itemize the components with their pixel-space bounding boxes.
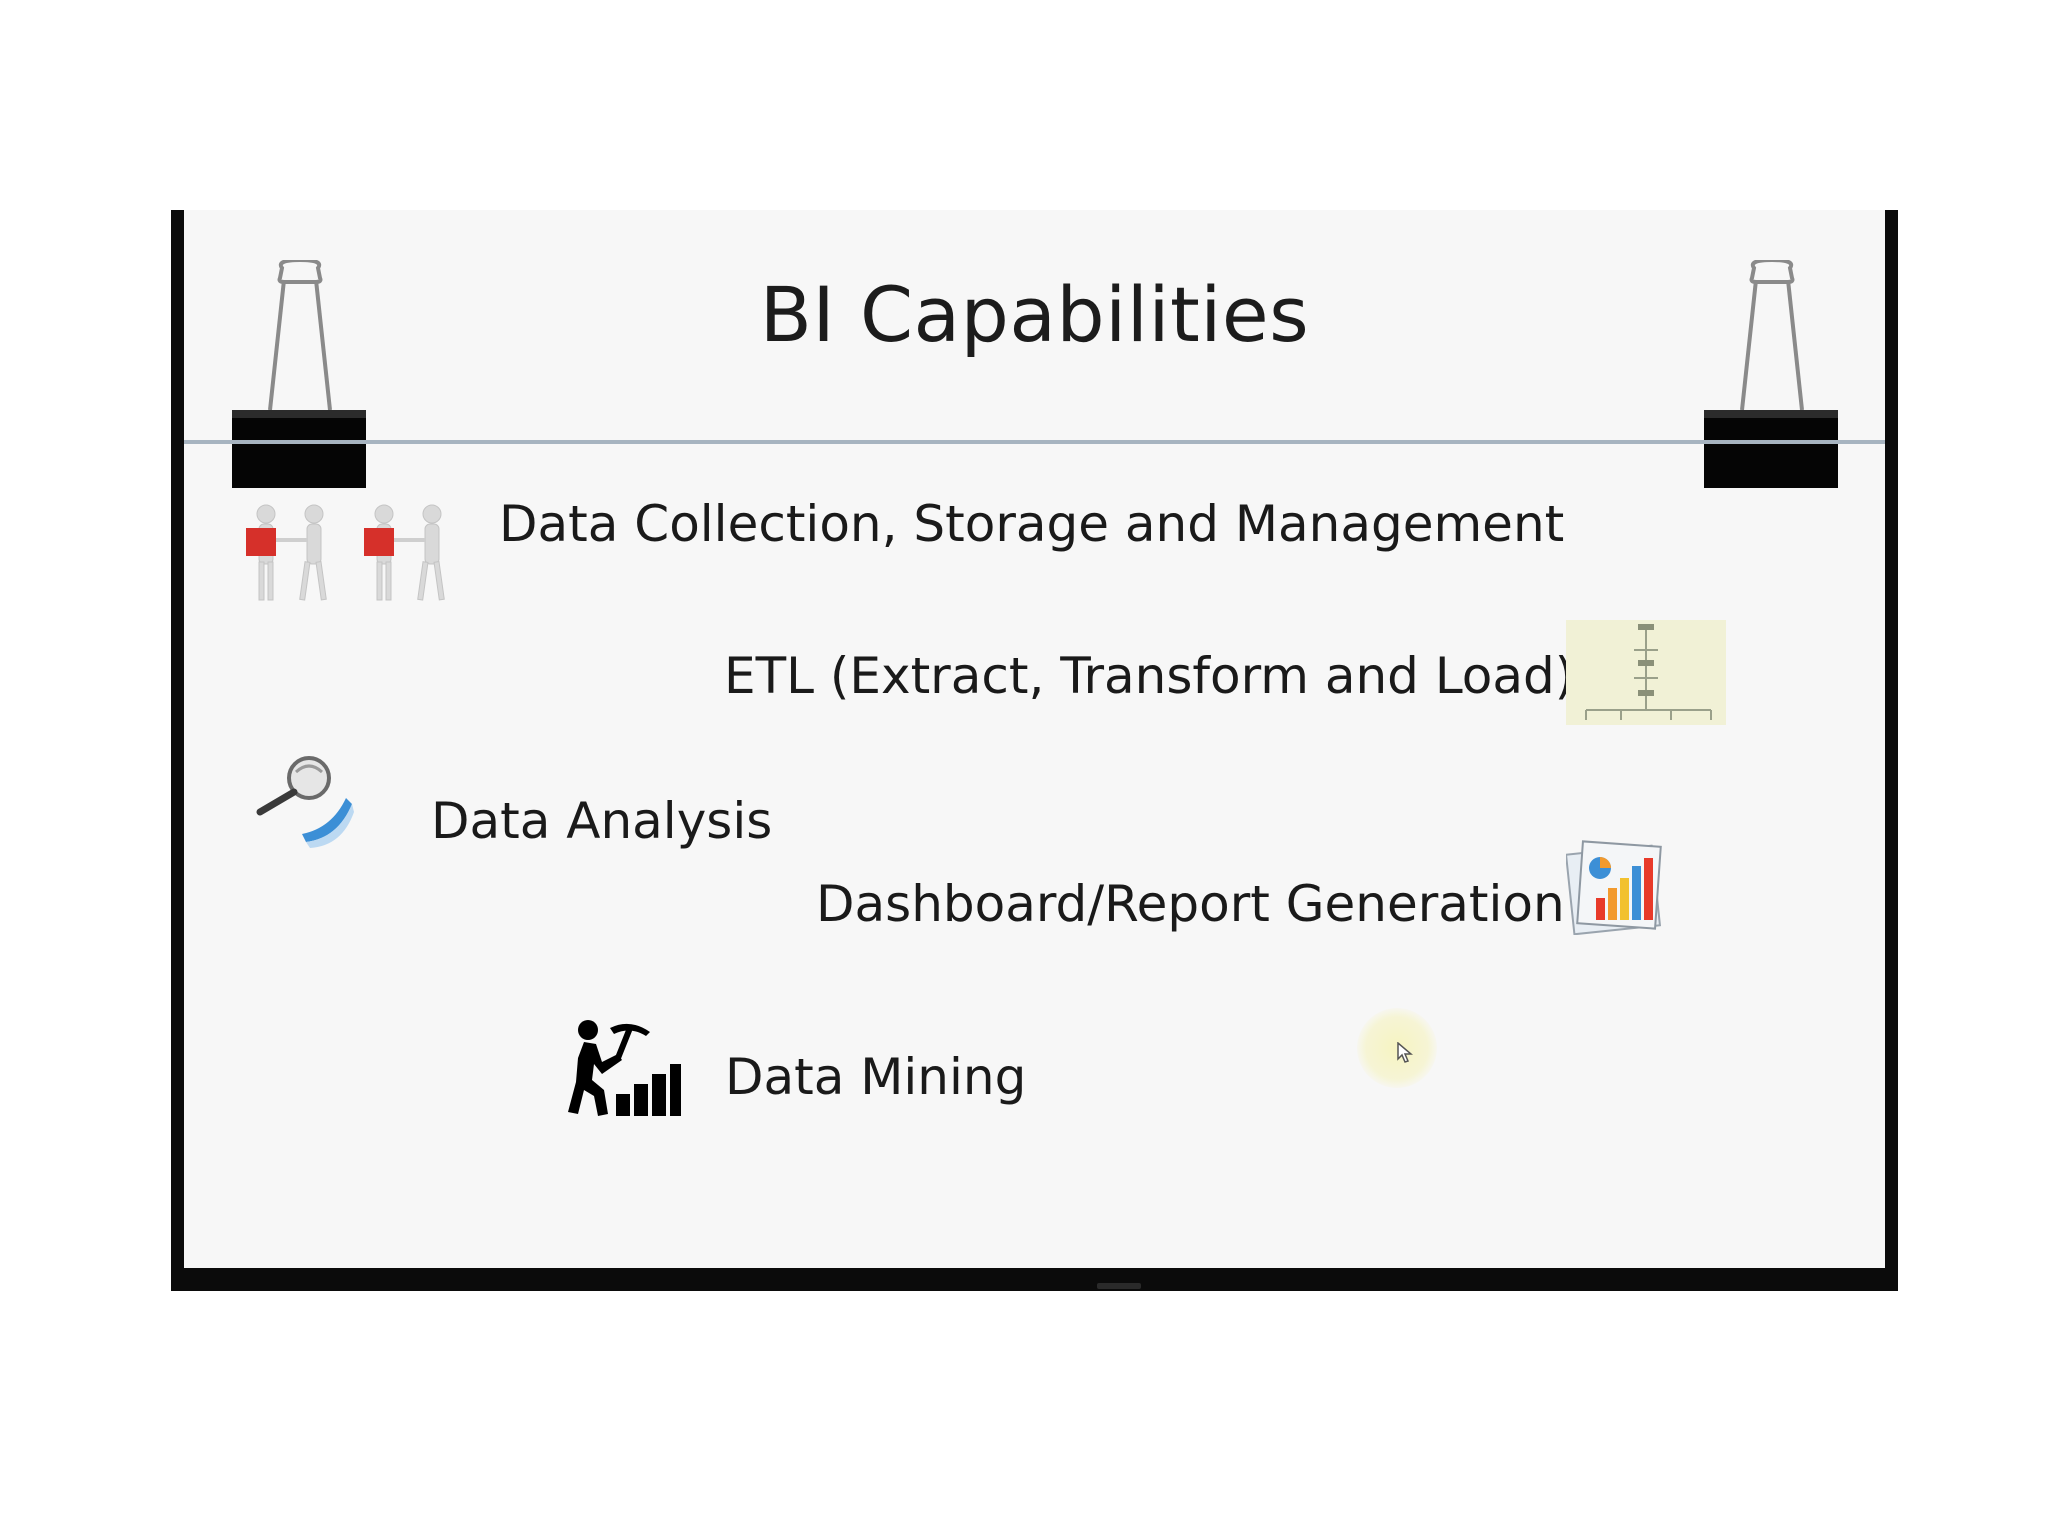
report-chart-icon <box>1566 840 1666 935</box>
binder-clip-left-icon <box>230 260 370 490</box>
video-progress-marker <box>1097 1283 1141 1289</box>
title-divider <box>184 440 1885 444</box>
flowchart-diagram-icon <box>1566 620 1726 725</box>
cursor-highlight <box>1357 1008 1437 1088</box>
mouse-cursor-icon <box>1397 1041 1414 1068</box>
binder-clip-right-icon <box>1702 260 1842 490</box>
slide-title: BI Capabilities <box>759 270 1310 359</box>
slide: BI Capabilities <box>184 210 1885 1268</box>
item-dashboard-report: Dashboard/Report Generation <box>816 875 1565 933</box>
miner-bar-chart-icon <box>556 1018 681 1123</box>
item-data-mining: Data Mining <box>725 1048 1027 1106</box>
magnifier-analysis-icon <box>254 750 359 850</box>
people-holding-boxes-icon <box>244 500 459 605</box>
item-data-collection: Data Collection, Storage and Management <box>499 495 1565 553</box>
item-data-analysis: Data Analysis <box>431 792 773 850</box>
item-etl: ETL (Extract, Transform and Load) <box>724 647 1575 705</box>
